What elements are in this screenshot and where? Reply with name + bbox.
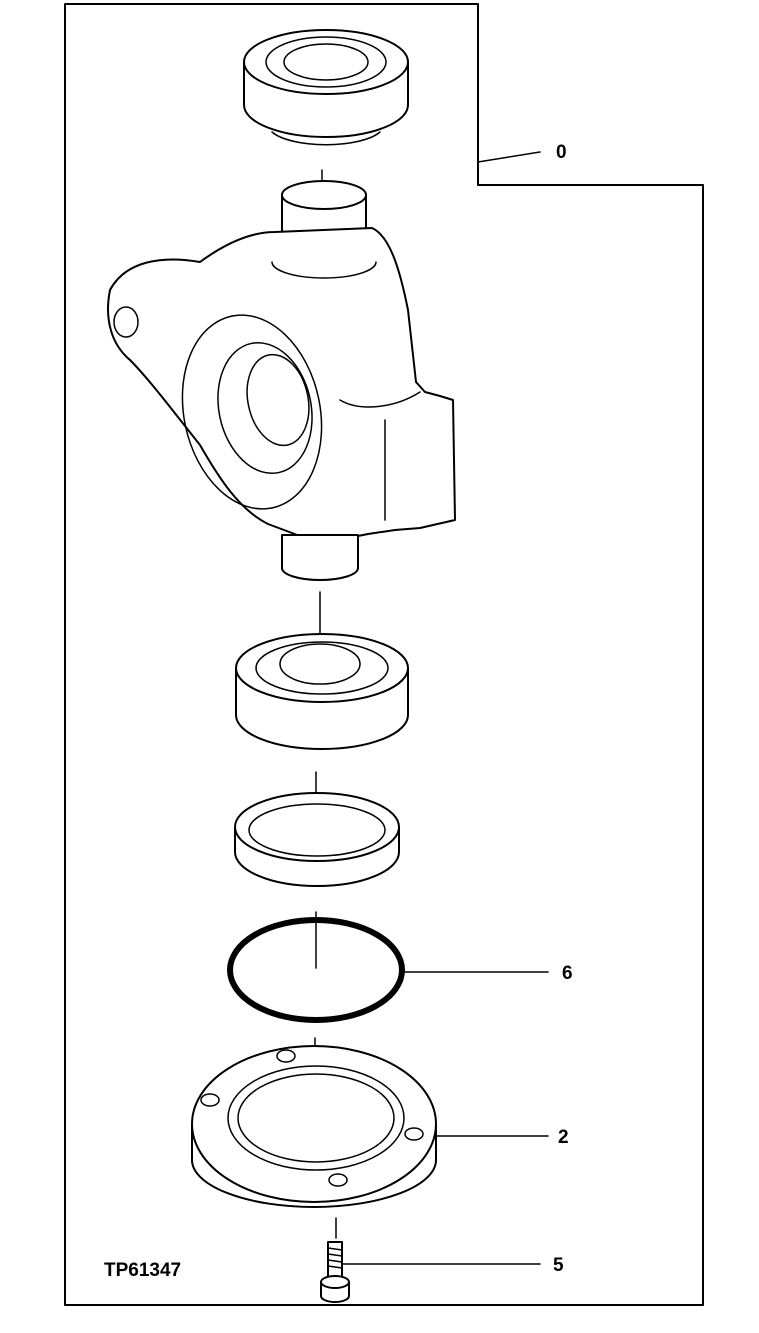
callout-2: 2: [558, 1127, 569, 1148]
cap-screw: [320, 1241, 350, 1303]
lower-bearing-cone: [235, 633, 409, 750]
callout-0: 0: [556, 142, 567, 163]
bearing-cup-ring: [234, 792, 400, 887]
knuckle-housing: [107, 180, 456, 581]
assembly-outline-border: [64, 3, 704, 1306]
callout-6: 6: [562, 963, 573, 984]
leader-line-0: [477, 151, 541, 163]
o-ring: [227, 917, 405, 1023]
top-bearing-cup: [243, 29, 409, 146]
figure-id: TP61347: [104, 1260, 181, 1281]
flange-cover: [191, 1045, 437, 1208]
callout-5: 5: [553, 1255, 564, 1276]
